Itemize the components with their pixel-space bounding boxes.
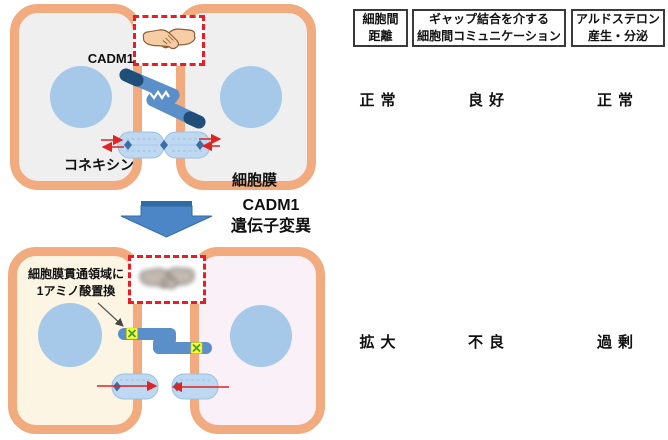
value-normal-communication: 良好 — [467, 92, 510, 109]
gene-mutation-label-line1: CADM1 — [242, 197, 300, 214]
value-normal-aldosterone: 正常 — [596, 92, 639, 109]
mutation-note-line1: 細胞膜貫通領域に — [27, 267, 124, 281]
block-arrow-down-icon — [120, 201, 213, 238]
nucleus — [50, 66, 112, 128]
handshake-blurred-icon — [139, 267, 195, 289]
mutation-note: 細胞膜貫通領域に 1アミノ酸置換 — [20, 266, 132, 301]
connexin-label: コネキシン — [64, 157, 134, 173]
nucleus — [230, 305, 292, 367]
header-line: 産生・分泌 — [587, 29, 648, 43]
nucleus — [38, 303, 102, 367]
value-mutant-aldosterone: 過剰 — [596, 334, 639, 351]
handshake-icon — [142, 28, 196, 50]
header-line: 細胞間コミュニケーション — [417, 29, 561, 43]
gene-mutation-label-line2: 遺伝子変異 — [230, 217, 311, 235]
adhesion-site-box-mutant — [128, 255, 206, 304]
adhesion-site-box-normal — [133, 15, 205, 66]
column-header-intercellular-distance: 細胞間 距離 — [353, 9, 408, 47]
gene-mutation-label: CADM1 遺伝子変異 — [224, 196, 318, 238]
column-header-aldosterone: アルドステロン 産生・分泌 — [571, 9, 665, 47]
cadm1-label: CADM1 — [87, 51, 134, 66]
column-header-gap-junction-communication: ギャップ結合を介する 細胞間コミュニケーション — [412, 9, 566, 47]
header-line: 距離 — [368, 29, 393, 43]
value-mutant-communication: 不良 — [467, 334, 510, 351]
mutation-note-line2: 1アミノ酸置換 — [36, 284, 116, 299]
value-mutant-distance: 拡大 — [359, 334, 402, 351]
header-line: ギャップ結合を介する — [428, 12, 549, 27]
header-line: アルドステロン — [576, 12, 660, 27]
nucleus — [220, 66, 282, 128]
value-normal-distance: 正常 — [359, 92, 402, 109]
header-line: 細胞間 — [362, 12, 399, 27]
membrane-label: 細胞膜 — [232, 172, 278, 189]
